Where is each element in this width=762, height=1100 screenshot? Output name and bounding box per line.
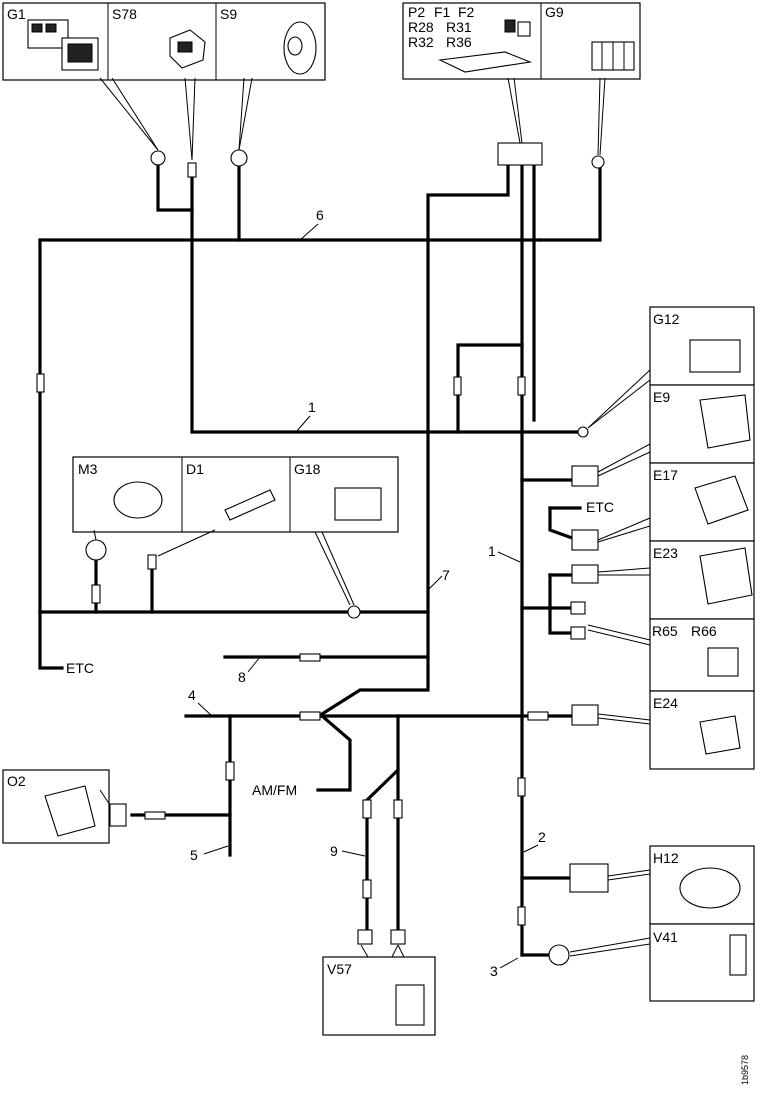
wire-label-9: 9 — [330, 843, 338, 859]
connector-G12-icon — [689, 339, 741, 373]
connector-G1-icon — [27, 19, 99, 71]
label-R65: R65 — [652, 623, 678, 639]
diode-D1-icon — [224, 489, 276, 521]
connector-markers — [36, 142, 609, 966]
leader-lines — [93, 77, 651, 958]
etc-label-right: ETC — [586, 499, 614, 515]
module-E23-icon — [699, 547, 753, 605]
amplifier-O2-icon — [44, 785, 96, 837]
label-R31: R31 — [446, 19, 472, 35]
reference-code: 1b9578 — [740, 1055, 750, 1085]
wire-number-labels: 6 1 1 7 8 4 5 9 2 3 — [188, 207, 546, 979]
middle-component-box: M3 D1 G18 — [72, 456, 399, 533]
label-M3: M3 — [78, 461, 98, 477]
O2-component-box: O2 — [2, 769, 110, 844]
wire-label-1-mid: 1 — [488, 543, 496, 559]
horn-H12-icon — [679, 867, 741, 909]
label-R28: R28 — [408, 19, 434, 35]
wire-label-5: 5 — [190, 847, 198, 863]
label-R32: R32 — [408, 34, 434, 50]
top-left-component-box: G1 S78 S9 — [2, 2, 326, 81]
wire-label-7: 7 — [442, 567, 450, 583]
label-H12: H12 — [653, 850, 679, 866]
wire-label-4: 4 — [188, 687, 196, 703]
label-F2: F2 — [458, 4, 475, 20]
connector-G9-icon — [591, 41, 635, 71]
module-E17-icon — [694, 475, 749, 525]
label-R66: R66 — [691, 623, 717, 639]
V57-component-box: V57 — [322, 956, 436, 1036]
amfm-label: AM/FM — [252, 782, 297, 798]
label-F1: F1 — [434, 4, 451, 20]
label-G1: G1 — [7, 6, 26, 22]
label-E17: E17 — [653, 467, 678, 483]
label-E24: E24 — [653, 695, 678, 711]
switch-S78-icon — [169, 29, 206, 69]
wire-harness — [38, 158, 602, 957]
label-V57: V57 — [327, 961, 352, 977]
wire-label-3: 3 — [490, 963, 498, 979]
sensor-V41-icon — [729, 934, 747, 976]
label-G18: G18 — [294, 461, 321, 477]
label-V41: V41 — [653, 929, 678, 945]
label-P2: P2 — [408, 4, 425, 20]
wire-label-1-top: 1 — [308, 399, 316, 415]
label-G12: G12 — [653, 311, 680, 327]
relay-R65-R66-icon — [707, 647, 739, 677]
connector-G18-icon — [334, 487, 382, 521]
sensor-V57-icon — [395, 984, 425, 1026]
etc-label-left: ETC — [66, 660, 94, 676]
label-R36: R36 — [446, 34, 472, 50]
label-S78: S78 — [112, 6, 137, 22]
wire-label-6: 6 — [316, 207, 324, 223]
fuse-board-icon — [438, 19, 533, 73]
disc-S9-icon — [283, 21, 317, 75]
label-O2: O2 — [7, 773, 26, 789]
module-E9-icon — [699, 394, 751, 449]
label-E23: E23 — [653, 545, 678, 561]
module-E24-icon — [699, 715, 741, 755]
label-E9: E9 — [653, 389, 670, 405]
wire-label-2: 2 — [538, 829, 546, 845]
right-component-column: G12 E9 E17 E23 R65 R66 E24 H12 V41 — [649, 306, 755, 1002]
label-G9: G9 — [545, 4, 564, 20]
label-D1: D1 — [186, 461, 204, 477]
fuse-relay-box: P2 F1 F2 R28 R31 R32 R36 G9 — [402, 2, 641, 80]
motor-M3-icon — [113, 481, 163, 519]
wire-label-8: 8 — [238, 669, 246, 685]
label-S9: S9 — [220, 6, 237, 22]
